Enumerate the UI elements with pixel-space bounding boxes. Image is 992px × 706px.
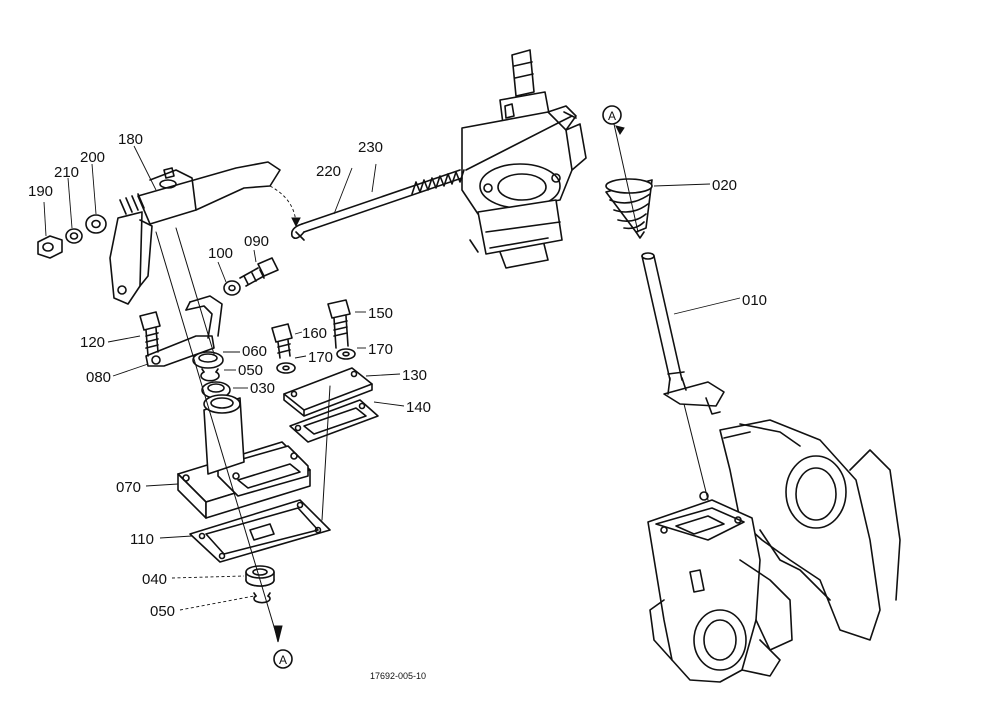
assembly-axis-short — [175, 227, 215, 355]
label-070: 070 — [116, 479, 141, 496]
reference-marker-a-upper: A — [602, 105, 622, 125]
label-010: 010 — [742, 292, 767, 309]
washer-200 — [85, 214, 107, 234]
arrow-from-marker-a-upper — [615, 125, 625, 135]
circlip-050-upper — [200, 368, 220, 382]
governor-housing-070 — [177, 394, 311, 519]
label-020: 020 — [712, 177, 737, 194]
label-230: 230 — [358, 139, 383, 156]
label-090: 090 — [244, 233, 269, 250]
cover-plate-130 — [283, 367, 373, 417]
label-040: 040 — [142, 571, 167, 588]
label-120: 120 — [80, 334, 105, 351]
label-170-left: 170 — [308, 349, 333, 366]
label-050-upper: 050 — [238, 362, 263, 379]
label-130: 130 — [402, 367, 427, 384]
governor-lever-180 — [109, 161, 301, 305]
washer-170-right — [336, 348, 356, 360]
washer-210 — [65, 228, 83, 244]
label-200: 200 — [80, 149, 105, 166]
engine-block — [647, 419, 901, 683]
assembly-axis-left — [155, 231, 279, 641]
bolt-160 — [271, 323, 293, 359]
bolt-090 — [239, 257, 279, 287]
gasket-110 — [189, 499, 331, 563]
washer-100 — [223, 280, 241, 296]
label-190: 190 — [28, 183, 53, 200]
gasket-140 — [289, 399, 379, 443]
label-110: 110 — [130, 531, 154, 548]
part-labels: 190 210 200 180 220 230 100 090 120 080 … — [28, 131, 767, 620]
leader-lines — [43, 145, 741, 611]
bolt-150 — [327, 299, 351, 349]
spring-020 — [605, 178, 653, 239]
label-220: 220 — [316, 163, 341, 180]
label-030: 030 — [250, 380, 275, 397]
label-150: 150 — [368, 305, 393, 322]
label-060: 060 — [242, 343, 267, 360]
label-080: 080 — [86, 369, 111, 386]
label-050-lower: 050 — [150, 603, 175, 620]
shaft-010 — [641, 252, 725, 415]
label-170-right: 170 — [368, 341, 393, 358]
governor-rod-220 — [290, 169, 463, 241]
shaft-axis-lower — [683, 403, 709, 501]
arrow-to-marker-a-lower — [273, 625, 283, 643]
carburetor — [461, 49, 587, 269]
bearing-040 — [245, 565, 275, 587]
washer-170-left — [276, 362, 296, 374]
assembly-axis-right — [321, 385, 331, 521]
lever-arm-080 — [145, 295, 223, 367]
label-140: 140 — [406, 399, 431, 416]
governor-spring-230 — [411, 111, 577, 195]
marker-a-lower-label: A — [279, 653, 287, 667]
marker-a-upper-label: A — [608, 109, 616, 123]
bolt-120 — [139, 311, 161, 357]
circlip-050-lower — [253, 592, 271, 604]
axis-from-marker-a-upper — [613, 123, 639, 233]
label-160: 160 — [302, 325, 327, 342]
reference-marker-a-lower: A — [273, 649, 293, 669]
nut-190 — [37, 235, 63, 259]
label-100: 100 — [208, 245, 233, 262]
label-210: 210 — [54, 164, 79, 181]
drawing-code: 17692-005-10 — [370, 671, 426, 681]
oil-seal-060 — [192, 351, 224, 369]
label-180: 180 — [118, 131, 143, 148]
